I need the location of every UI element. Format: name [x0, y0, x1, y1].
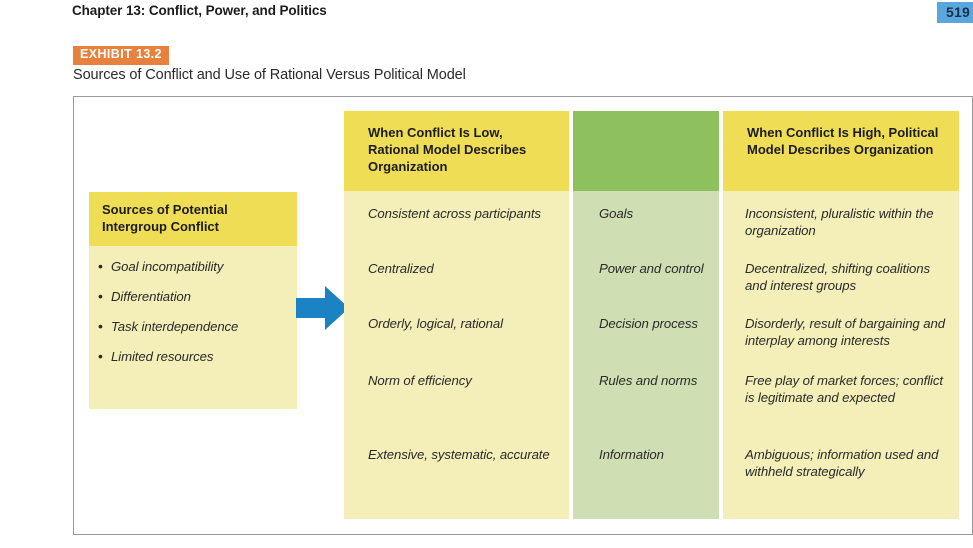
cell-political-information: Ambiguous; information used and withheld… — [745, 447, 939, 479]
sources-box-title: Sources of Potential Intergroup Conflict — [89, 192, 297, 247]
list-item: Limited resources — [98, 348, 287, 365]
exhibit-badge: EXHIBIT 13.2 — [73, 46, 169, 65]
page-number-badge: 519 — [937, 2, 973, 23]
column-header-rational: When Conflict Is Low, Rational Model Des… — [344, 111, 569, 191]
chapter-title: Chapter 13: Conflict, Power, and Politic… — [72, 3, 327, 18]
list-item: Differentiation — [98, 288, 287, 305]
cell-rational-information: Extensive, systematic, accurate — [368, 447, 550, 462]
column-body-dimensions — [573, 191, 719, 519]
exhibit-caption: Sources of Conflict and Use of Rational … — [73, 67, 466, 83]
cell-political-power: Decentralized, shifting coalitions and i… — [745, 261, 930, 293]
page-header: Chapter 13: Conflict, Power, and Politic… — [0, 0, 973, 30]
cell-dimension-goals: Goals — [599, 206, 633, 221]
cell-dimension-information: Information — [599, 447, 664, 462]
column-rational-model: When Conflict Is Low, Rational Model Des… — [344, 111, 569, 519]
column-header-dimensions — [573, 111, 719, 191]
cell-rational-power: Centralized — [368, 261, 434, 276]
cell-dimension-power: Power and control — [599, 261, 704, 276]
column-body-political — [723, 191, 959, 519]
right-arrow-icon — [296, 286, 349, 330]
list-item: Goal incompatibility — [98, 258, 287, 275]
cell-political-goals: Inconsistent, pluralistic within the org… — [745, 206, 934, 238]
column-dimensions: Goals Power and control Decision process… — [573, 111, 719, 519]
cell-political-decision: Disorderly, result of bargaining and int… — [745, 316, 945, 348]
column-header-political: When Conflict Is High, Political Model D… — [723, 111, 959, 191]
cell-political-rules: Free play of market forces; conflict is … — [745, 373, 943, 405]
sources-of-conflict-box: Sources of Potential Intergroup Conflict… — [89, 192, 297, 409]
sources-list: Goal incompatibility Differentiation Tas… — [89, 246, 297, 364]
cell-rational-rules: Norm of efficiency — [368, 373, 472, 388]
cell-rational-decision: Orderly, logical, rational — [368, 316, 503, 331]
cell-rational-goals: Consistent across participants — [368, 206, 541, 221]
column-body-rational — [344, 191, 569, 519]
column-political-model: When Conflict Is High, Political Model D… — [723, 111, 959, 519]
list-item: Task interdependence — [98, 318, 287, 335]
exhibit-frame: Sources of Potential Intergroup Conflict… — [73, 96, 973, 535]
cell-dimension-decision: Decision process — [599, 316, 698, 331]
cell-dimension-rules: Rules and norms — [599, 373, 698, 388]
